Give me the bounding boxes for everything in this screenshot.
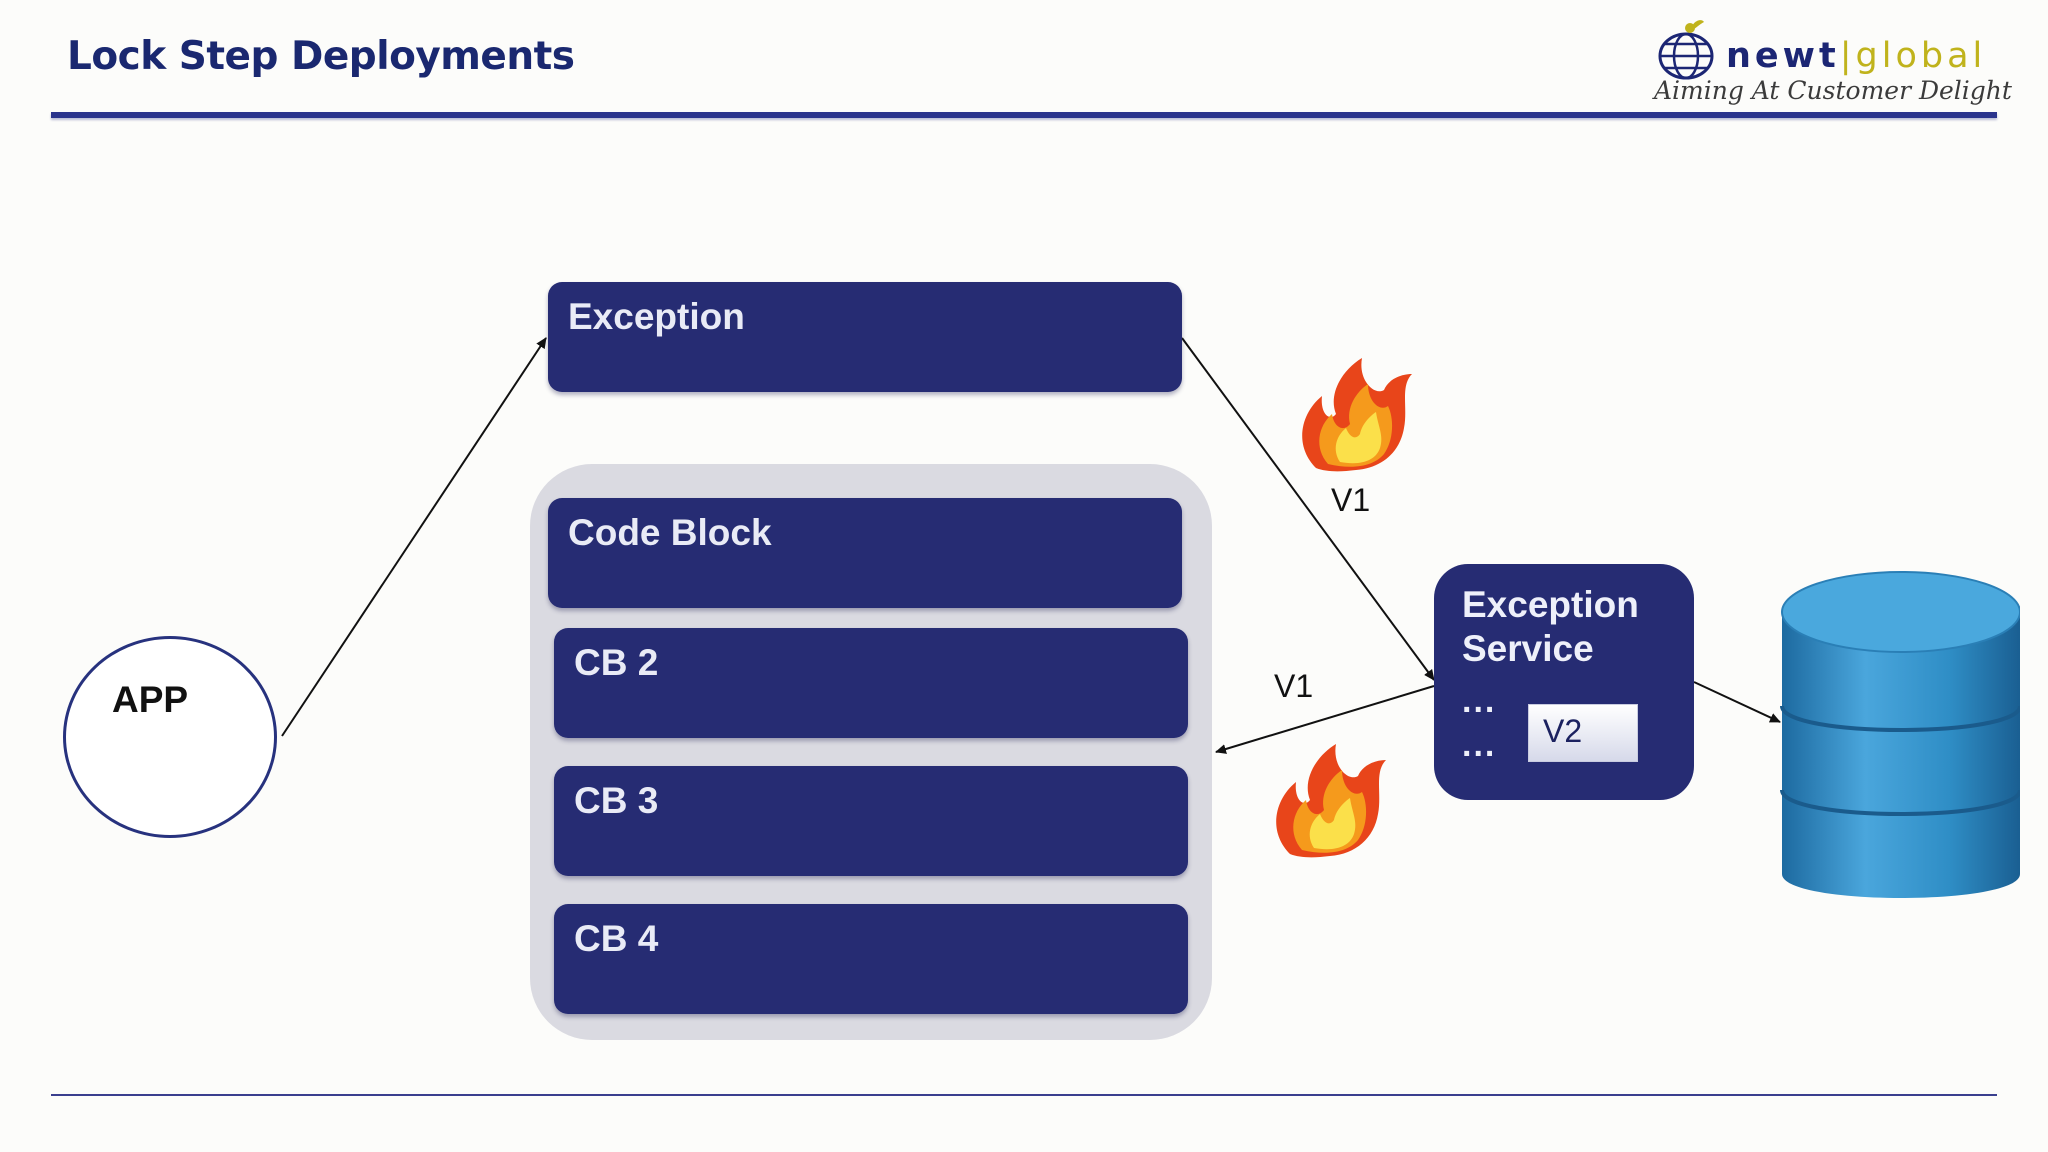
slide-title: Lock Step Deployments	[67, 34, 575, 79]
fire-icon	[1276, 744, 1386, 858]
arrow-exception-to-service	[1181, 337, 1435, 681]
logo-tagline: Aiming At Customer Delight	[1654, 76, 2012, 105]
logo-wordmark: newt|global	[1726, 36, 1987, 76]
cb4-box: CB 4	[554, 904, 1188, 1014]
database-icon	[1780, 571, 2020, 898]
v1-label-top: V1	[1331, 482, 1371, 518]
v1-label-mid: V1	[1274, 668, 1314, 704]
exception-service-title-line2: Service	[1462, 628, 1594, 669]
code-block-box: Code Block	[548, 498, 1182, 608]
v2-version-tag: V2	[1528, 704, 1638, 762]
exception-service-title-line1: Exception	[1462, 584, 1639, 625]
exception-service-box: Exception Service ... ...	[1434, 564, 1694, 800]
exception-box: Exception	[548, 282, 1182, 392]
arrow-app-to-exception	[281, 337, 547, 737]
globe-icon	[1658, 20, 1714, 80]
arrow-service-to-codeblocks	[1215, 685, 1435, 754]
cb2-box: CB 2	[554, 628, 1188, 738]
arrow-service-to-database	[1693, 681, 1781, 723]
app-label: APP	[112, 679, 189, 720]
header-rule	[51, 112, 1997, 118]
app-node: APP	[63, 636, 277, 838]
cb3-box: CB 3	[554, 766, 1188, 876]
ellipsis-2: ...	[1462, 726, 1497, 764]
fire-icon	[1302, 358, 1412, 472]
company-logo: newt|global Aiming At Customer Delight	[1650, 6, 2012, 106]
footer-rule	[51, 1094, 1997, 1096]
ellipsis-1: ...	[1462, 682, 1497, 720]
